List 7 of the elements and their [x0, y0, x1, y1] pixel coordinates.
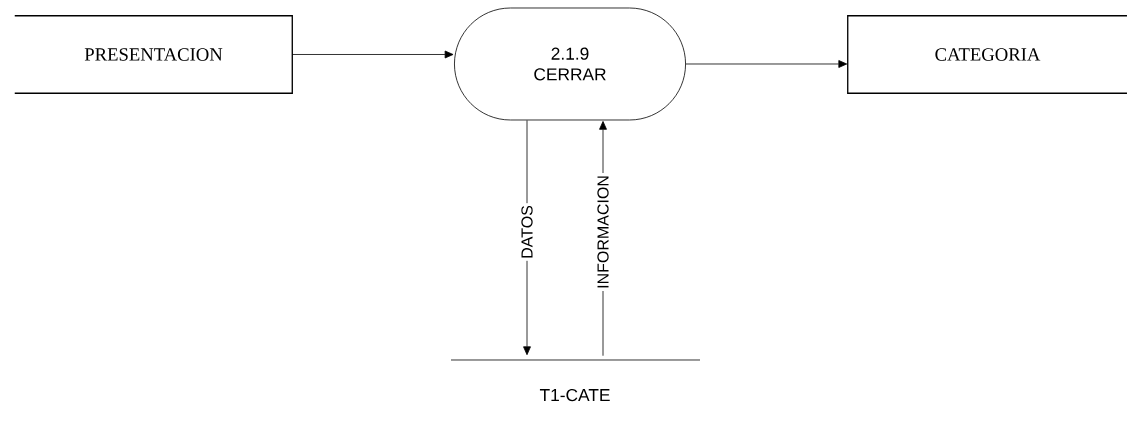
entity-box: CATEGORIA	[847, 15, 1127, 94]
edge-label: INFORMACION	[595, 173, 611, 291]
edge-label: DATOS	[519, 203, 535, 261]
data-store: T1-CATE	[450, 359, 701, 402]
arrow	[291, 50, 454, 59]
entity-box: PRESENTACION	[14, 15, 293, 94]
arrow	[685, 60, 848, 68]
